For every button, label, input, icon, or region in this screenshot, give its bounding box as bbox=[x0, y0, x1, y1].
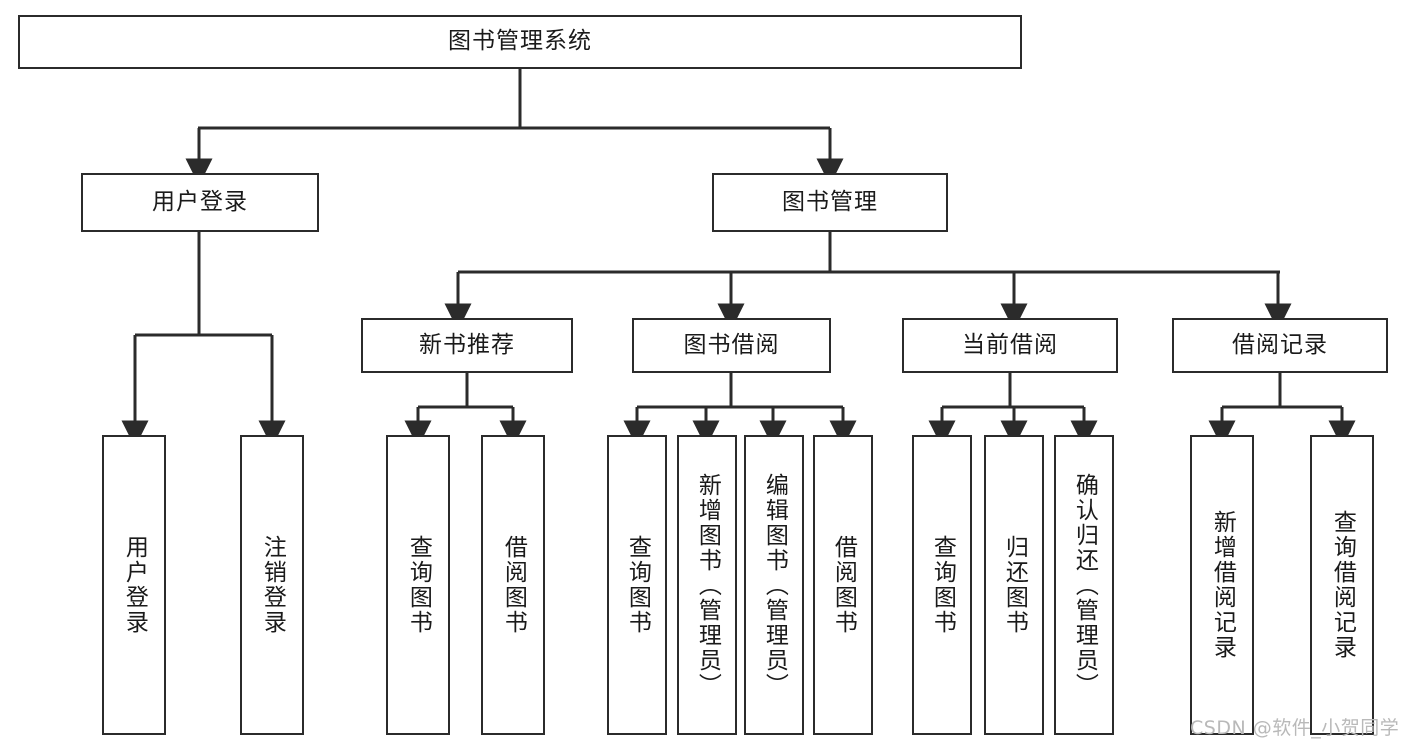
node-leaf-query-book-1[interactable]: 查询图书 bbox=[386, 435, 450, 735]
node-leaf-borrow-book-2-label: 借阅图书 bbox=[830, 535, 857, 635]
csdn-watermark: CSDN @软件_小贺同学 bbox=[1190, 717, 1400, 739]
node-new-book-recommend-label: 新书推荐 bbox=[419, 331, 515, 358]
node-book-manage[interactable]: 图书管理 bbox=[712, 173, 948, 232]
node-leaf-add-book-label: 新增图书（管理员） bbox=[694, 472, 721, 698]
node-leaf-query-book-3-label: 查询图书 bbox=[929, 535, 956, 635]
node-leaf-query-book-2-label: 查询图书 bbox=[624, 535, 651, 635]
node-leaf-add-book[interactable]: 新增图书（管理员） bbox=[677, 435, 737, 735]
node-borrow-record-label: 借阅记录 bbox=[1232, 331, 1328, 358]
node-leaf-query-book-1-label: 查询图书 bbox=[405, 535, 432, 635]
node-book-borrow[interactable]: 图书借阅 bbox=[632, 318, 831, 373]
node-leaf-return-book[interactable]: 归还图书 bbox=[984, 435, 1044, 735]
node-root-label: 图书管理系统 bbox=[448, 28, 592, 55]
node-leaf-edit-book[interactable]: 编辑图书（管理员） bbox=[744, 435, 804, 735]
node-leaf-borrow-book-2[interactable]: 借阅图书 bbox=[813, 435, 873, 735]
node-current-borrow-label: 当前借阅 bbox=[962, 331, 1058, 358]
node-leaf-confirm-return[interactable]: 确认归还（管理员） bbox=[1054, 435, 1114, 735]
node-leaf-edit-book-label: 编辑图书（管理员） bbox=[761, 472, 788, 698]
node-borrow-record[interactable]: 借阅记录 bbox=[1172, 318, 1388, 373]
node-leaf-query-book-3[interactable]: 查询图书 bbox=[912, 435, 972, 735]
node-leaf-user-login-label: 用户登录 bbox=[121, 535, 148, 635]
node-book-manage-label: 图书管理 bbox=[782, 188, 878, 215]
node-leaf-user-login[interactable]: 用户登录 bbox=[102, 435, 166, 735]
node-user-login[interactable]: 用户登录 bbox=[81, 173, 319, 232]
node-current-borrow[interactable]: 当前借阅 bbox=[902, 318, 1118, 373]
node-leaf-borrow-book-1[interactable]: 借阅图书 bbox=[481, 435, 545, 735]
node-leaf-return-book-label: 归还图书 bbox=[1001, 535, 1028, 635]
node-leaf-borrow-book-1-label: 借阅图书 bbox=[500, 535, 527, 635]
node-leaf-logout-login[interactable]: 注销登录 bbox=[240, 435, 304, 735]
node-user-login-label: 用户登录 bbox=[152, 188, 248, 215]
node-leaf-query-book-2[interactable]: 查询图书 bbox=[607, 435, 667, 735]
node-leaf-query-record-label: 查询借阅记录 bbox=[1329, 510, 1356, 660]
node-root[interactable]: 图书管理系统 bbox=[18, 15, 1022, 69]
node-leaf-logout-login-label: 注销登录 bbox=[259, 535, 286, 635]
node-leaf-confirm-return-label: 确认归还（管理员） bbox=[1071, 472, 1098, 698]
node-new-book-recommend[interactable]: 新书推荐 bbox=[361, 318, 573, 373]
node-leaf-query-record[interactable]: 查询借阅记录 bbox=[1310, 435, 1374, 735]
node-leaf-add-record[interactable]: 新增借阅记录 bbox=[1190, 435, 1254, 735]
node-leaf-add-record-label: 新增借阅记录 bbox=[1209, 510, 1236, 660]
node-book-borrow-label: 图书借阅 bbox=[683, 331, 780, 358]
